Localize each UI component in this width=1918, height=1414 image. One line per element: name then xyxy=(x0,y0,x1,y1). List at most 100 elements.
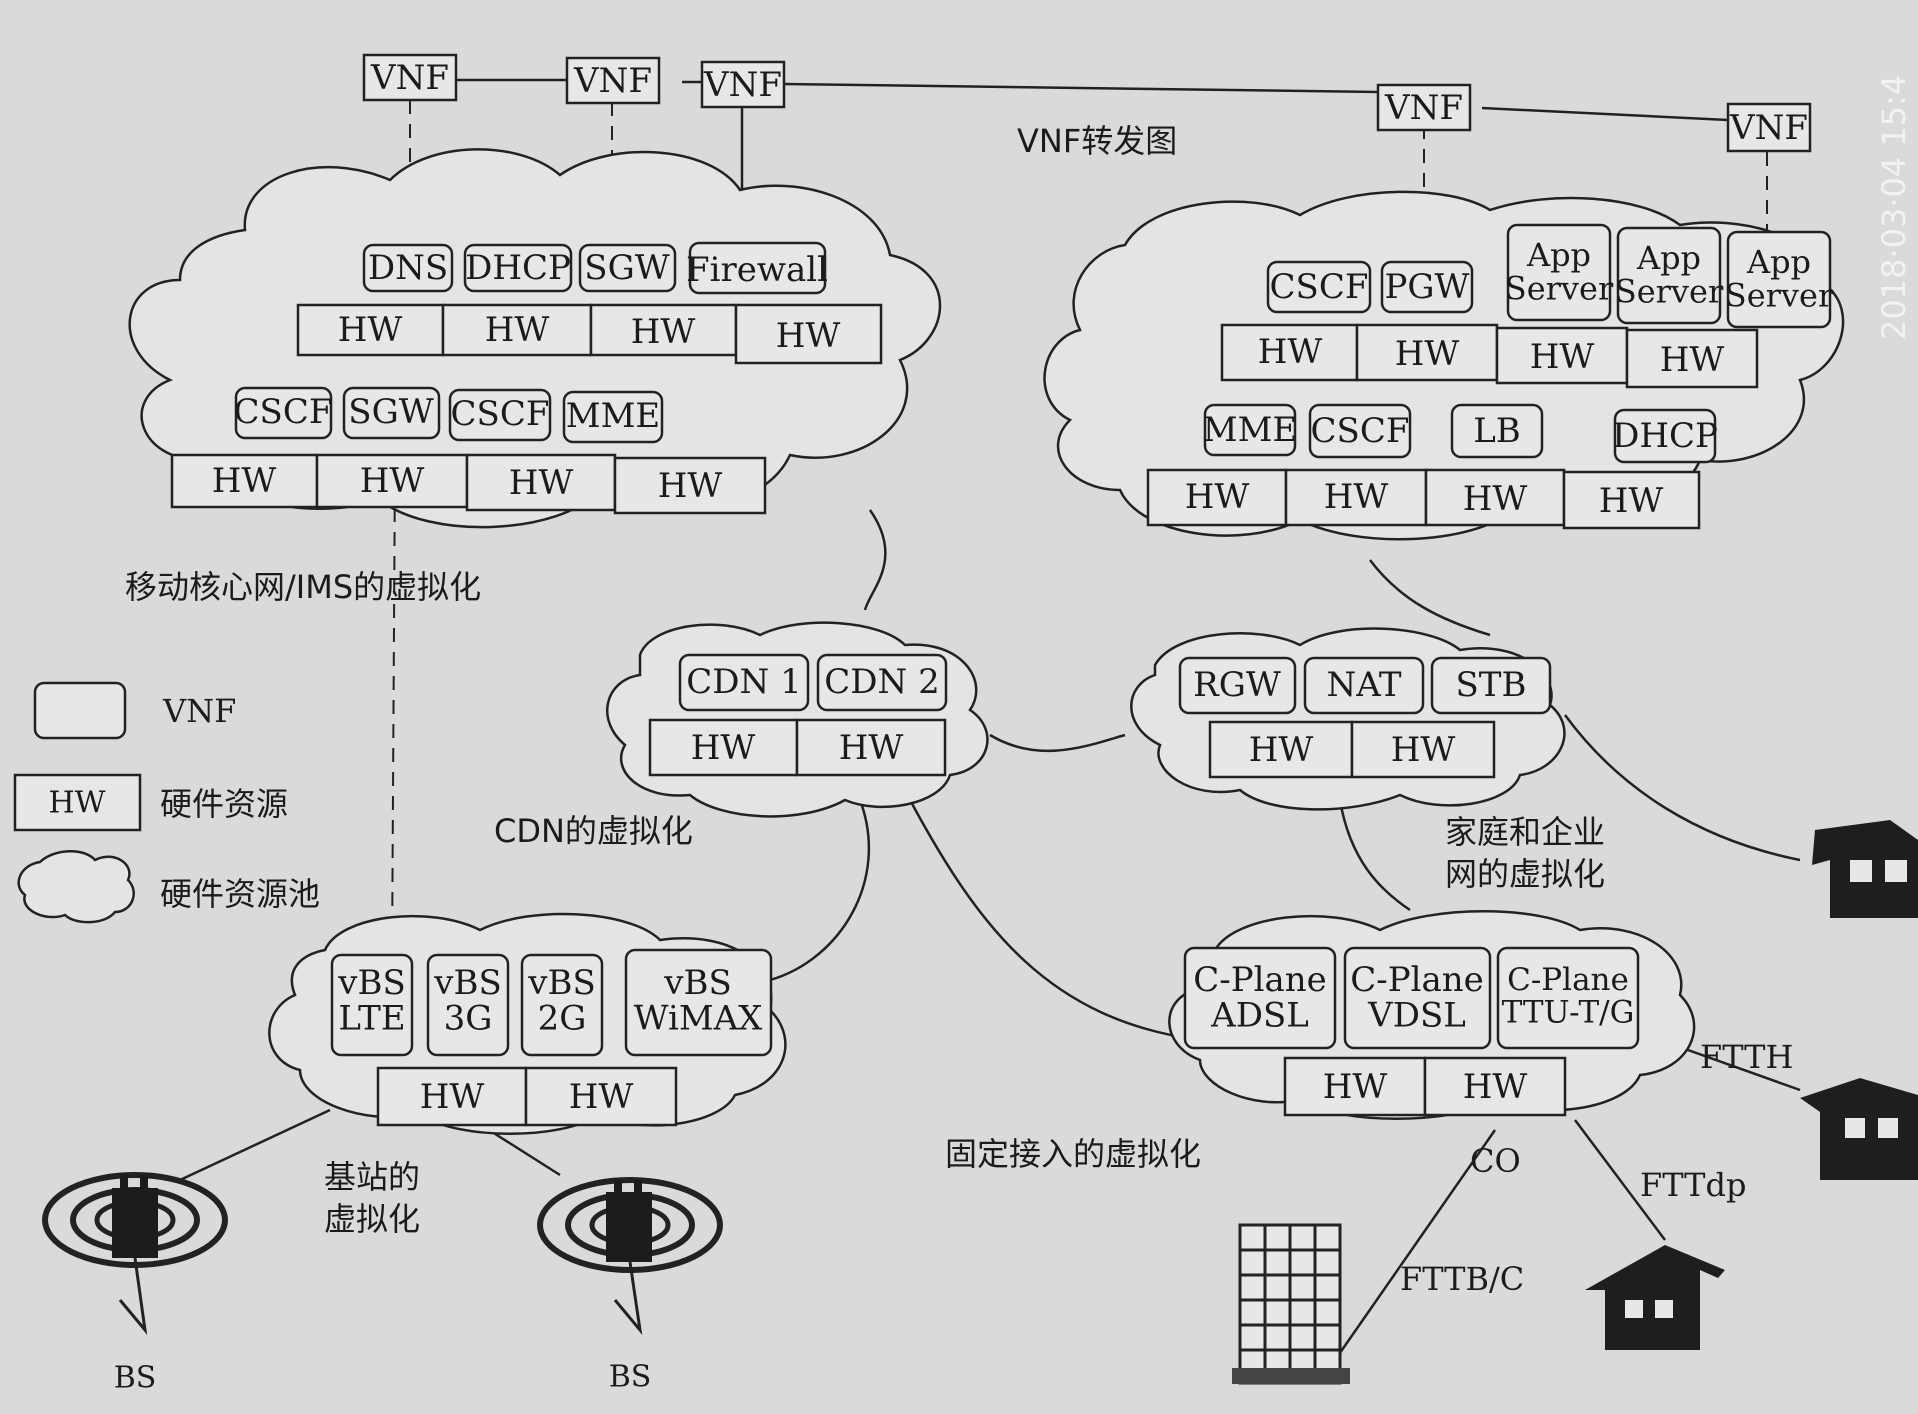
home-contents: RGW NAT STB HW HW 家庭和企业 网的虚拟化 xyxy=(1178,656,1605,893)
mobile-core-caption: 移动核心网/IMS的虚拟化 xyxy=(125,568,481,606)
vnf-label: CSCF xyxy=(451,394,550,434)
mobile-core-contents: DNS DHCP SGW Firewall HW HW HW HW CSCF S… xyxy=(125,241,883,606)
legend-pool-label: 硬件资源池 xyxy=(160,875,320,913)
house-icon xyxy=(1812,820,1918,918)
mc-vnf-dhcp: DHCP xyxy=(463,243,573,293)
rc-vnf-dhcp: DHCP xyxy=(1612,408,1718,464)
legend: VNF HW 硬件资源 硬件资源池 xyxy=(13,681,320,924)
vnf-label: CDN 1 xyxy=(686,662,801,702)
right-core-home-link xyxy=(1369,559,1491,637)
core-cdn-link xyxy=(863,509,887,611)
fttdp-label: FTTdp xyxy=(1640,1166,1746,1204)
home-cloud xyxy=(1130,627,1566,811)
cdn-caption: CDN的虚拟化 xyxy=(494,812,693,850)
vnf-label: SGW xyxy=(584,248,669,288)
rc-vnf-mme: MME xyxy=(1203,403,1297,457)
vnf-label: Firewall xyxy=(686,250,828,290)
bs-link xyxy=(179,1108,331,1182)
vnf-label: CSCF xyxy=(1270,267,1369,307)
hw-label: HW xyxy=(569,1077,634,1117)
hw-label: HW xyxy=(1323,1067,1388,1107)
vnf-label: SGW xyxy=(348,392,433,432)
vnf-label: VNF xyxy=(370,58,449,98)
vnf-label: RGW xyxy=(1193,665,1281,705)
bs-antenna-2: BS xyxy=(537,1177,723,1395)
rc-hw-row-2: HW HW HW HW xyxy=(1146,468,1701,530)
vnf-label: CDN 2 xyxy=(824,662,939,702)
mc-hw-row-2: HW HW HW HW xyxy=(170,453,767,515)
rc-vnf-pgw: PGW xyxy=(1380,260,1474,314)
vnf-label: VNF xyxy=(1384,88,1463,128)
vnf-label: PGW xyxy=(1385,267,1470,307)
fttdp-link xyxy=(1574,1119,1666,1241)
vnf-label: VNF xyxy=(573,61,652,101)
vnf-mapping-dash xyxy=(391,291,397,961)
home-hw-row: HW HW xyxy=(1208,720,1496,779)
top-vnf-1: VNF xyxy=(362,53,458,102)
home-caption-line1: 家庭和企业 xyxy=(1445,813,1605,851)
hw-label: HW xyxy=(1463,479,1528,519)
fixed-access-caption: 固定接入的虚拟化 xyxy=(945,1135,1201,1173)
bs-label: BS xyxy=(114,1361,157,1396)
mc-vnf-cscf-1: CSCF xyxy=(234,386,332,440)
hw-label: HW xyxy=(1530,337,1595,377)
hw-label: HW xyxy=(658,466,723,506)
mc-vnf-cscf-2: CSCF xyxy=(448,388,552,442)
vnf-label: DHCP xyxy=(1612,416,1718,456)
cdn-home-link xyxy=(989,733,1126,753)
hw-label: HW xyxy=(420,1077,485,1117)
home-house-link xyxy=(1563,714,1801,862)
cdn-hw-row: HW HW xyxy=(648,718,947,777)
hw-label: HW xyxy=(1249,730,1314,770)
top-vnf-row: VNF VNF VNF VNF VNF VNF转发图 xyxy=(362,53,1812,160)
vnf-label: MME xyxy=(1203,410,1297,450)
legend-pool-swatch xyxy=(17,850,135,924)
hw-label: HW xyxy=(1258,332,1323,372)
legend-hw-label: 硬件资源 xyxy=(160,785,288,823)
mc-vnf-sgw-2: SGW xyxy=(342,386,441,440)
bs-antenna-1: BS xyxy=(42,1172,228,1396)
bs-label: BS xyxy=(609,1360,652,1395)
photo-timestamp: 2018·03·04 15:4 xyxy=(1875,75,1913,340)
cdn-fixed-link xyxy=(908,799,1201,1042)
forwarding-graph-link xyxy=(456,78,1729,122)
vnf-label: LB xyxy=(1473,411,1521,451)
hw-label: HW xyxy=(631,312,696,352)
mc-vnf-mme: MME xyxy=(562,390,664,444)
top-vnf-3: VNF xyxy=(700,60,786,109)
cdn-vnf-1: CDN 1 xyxy=(678,653,810,712)
hw-label: HW xyxy=(1660,340,1725,380)
home-vnf-rgw: RGW xyxy=(1178,656,1297,715)
bs-caption-line2: 虚拟化 xyxy=(324,1200,420,1238)
hw-label: HW xyxy=(485,310,550,350)
cdn-contents: CDN 1 CDN 2 HW HW CDN的虚拟化 xyxy=(494,653,948,850)
hw-label: HW xyxy=(338,310,403,350)
vnf-label: MME xyxy=(566,396,660,436)
rc-hw-row-1: HW HW HW HW xyxy=(1220,323,1759,389)
vnf-label: STB xyxy=(1456,665,1527,705)
hw-label: HW xyxy=(1324,477,1389,517)
vnf-label: DHCP xyxy=(465,248,571,288)
hw-label: HW xyxy=(509,463,574,503)
legend-vnf-swatch xyxy=(33,681,127,740)
rc-vnf-cscf: CSCF xyxy=(1266,260,1372,314)
fttbc-link xyxy=(1333,1129,1497,1361)
home-caption-line2: 网的虚拟化 xyxy=(1445,855,1605,893)
